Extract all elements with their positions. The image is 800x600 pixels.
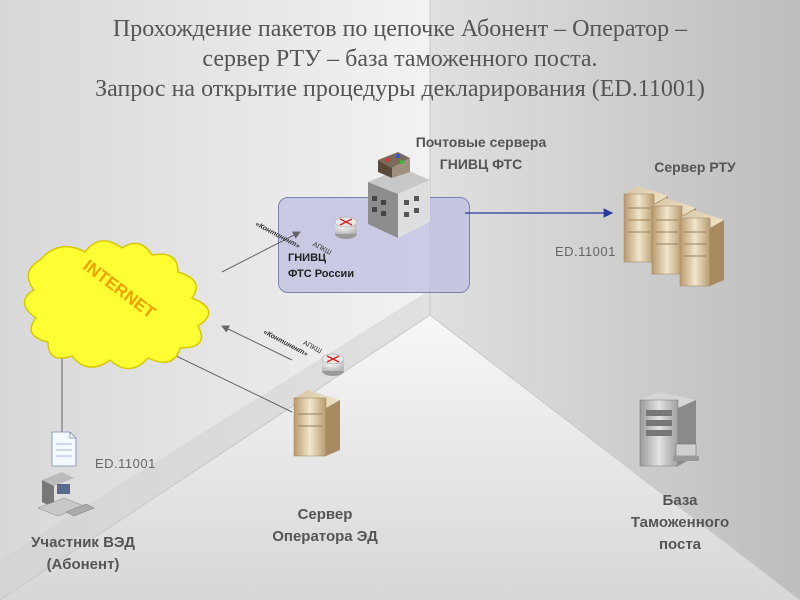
participant-label-line-2: (Абонент) (46, 556, 120, 573)
mail-servers-label: Почтовые сервера ГНИВЦ ФТС (372, 131, 590, 175)
title-line-2: сервер РТУ – база таможенного поста. (202, 46, 598, 72)
title-line-1: Прохождение пакетов по цепочке Абонент –… (112, 16, 688, 42)
arrow-internet-to-gnivc (221, 231, 301, 273)
mail-servers-label-line-1: Почтовые сервера (415, 134, 547, 150)
gnivc-line-2: ФТС России (288, 268, 355, 280)
router-icon-1 (334, 216, 358, 239)
customs-db-label-line-2: Таможенного (630, 514, 730, 531)
mail-servers-label-line-2: ГНИВЦ ФТС (439, 156, 523, 172)
internet-cloud: INTERNET (23, 240, 210, 370)
title-line-3: Запрос на открытие процедуры декларирова… (95, 76, 705, 102)
document-icon (51, 431, 77, 467)
participant-label-line-1: Участник ВЭД (31, 534, 135, 551)
mail-server-icon (368, 152, 430, 238)
participant-label: Участник ВЭД (Абонент) (10, 532, 156, 576)
arrow-operator-to-internet (221, 325, 293, 361)
customs-db-label: База Таможенного поста (610, 490, 750, 556)
gnivc-line-1: ГНИВЦ (288, 252, 327, 264)
message-label-bottom: ED.11001 (95, 456, 156, 471)
customs-db-server-icon (639, 392, 699, 467)
message-label-top: ED.11001 (555, 244, 616, 259)
operator-server-label: Сервер Оператора ЭД (248, 504, 402, 548)
line-internet-to-operator (167, 351, 293, 413)
operator-server-icon (293, 390, 340, 457)
rtu-server-label: Сервер РТУ (654, 159, 736, 175)
rtu-server-icon (623, 186, 724, 287)
customs-db-label-line-1: База (662, 492, 698, 509)
participant-computer-icon (37, 472, 95, 517)
slide-title: Прохождение пакетов по цепочке Абонент –… (0, 14, 800, 104)
operator-label-line-2: Оператора ЭД (272, 528, 378, 545)
router-icon-2 (321, 353, 345, 376)
operator-label-line-1: Сервер (297, 506, 353, 523)
customs-db-label-line-3: поста (658, 536, 702, 553)
gnivc-box-label: ГНИВЦ ФТС России (288, 250, 354, 282)
